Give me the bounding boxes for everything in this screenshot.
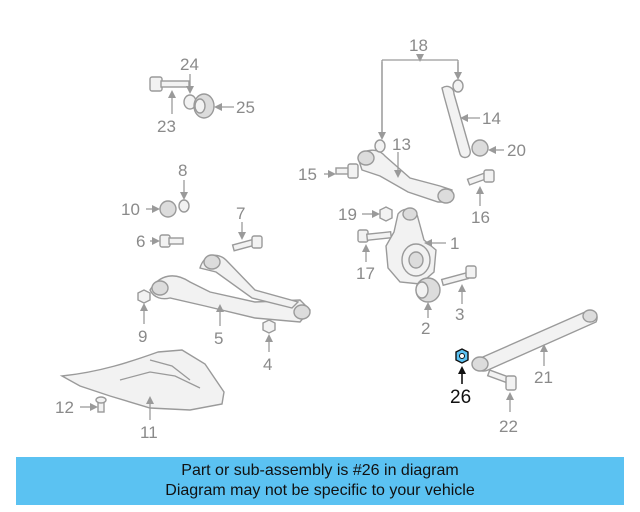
label-25[interactable]: 25	[236, 98, 255, 117]
label-19[interactable]: 19	[338, 205, 357, 224]
label-26-highlighted[interactable]: 26	[450, 387, 471, 408]
part-5-control-arm	[149, 254, 311, 323]
label-5[interactable]: 5	[214, 329, 223, 348]
label-16[interactable]: 16	[471, 208, 490, 227]
part-26-nut-highlighted[interactable]	[455, 348, 469, 364]
label-18[interactable]: 18	[409, 36, 428, 55]
label-6[interactable]: 6	[136, 232, 145, 251]
part-17-bolt	[357, 229, 393, 243]
banner-line-2: Diagram may not be specific to your vehi…	[165, 482, 475, 499]
part-21-link	[471, 309, 598, 372]
label-2[interactable]: 2	[421, 319, 430, 338]
part-25-bushing	[193, 93, 215, 119]
part-8-bushing	[178, 199, 190, 213]
part-23-bolt	[149, 76, 190, 92]
label-7[interactable]: 7	[236, 204, 245, 223]
label-23[interactable]: 23	[157, 117, 176, 136]
label-9[interactable]: 9	[138, 327, 147, 346]
part-20-bushing	[471, 139, 489, 157]
part-3-bolt	[440, 265, 477, 287]
label-21[interactable]: 21	[534, 368, 553, 387]
label-14[interactable]: 14	[482, 109, 501, 128]
label-3[interactable]: 3	[455, 305, 464, 324]
part-1-knuckle	[385, 207, 437, 285]
leader-lines	[80, 54, 548, 420]
label-13[interactable]: 13	[392, 135, 411, 154]
label-10[interactable]: 10	[121, 200, 140, 219]
part-19-nut	[379, 206, 393, 222]
label-11[interactable]: 11	[140, 423, 158, 442]
part-9-nut	[137, 289, 151, 304]
part-16-bolt	[466, 169, 495, 186]
part-drawings	[59, 76, 598, 413]
part-4-nut	[262, 319, 276, 334]
label-1[interactable]: 1	[450, 234, 459, 253]
part-2-bushing	[415, 277, 441, 303]
label-24[interactable]: 24	[180, 55, 199, 74]
part-13-upper-arm	[357, 149, 455, 204]
label-20[interactable]: 20	[507, 141, 526, 160]
label-15[interactable]: 15	[298, 165, 317, 184]
part-15-bolt	[335, 163, 359, 179]
label-17[interactable]: 17	[356, 264, 375, 283]
part-18-bushing-a	[452, 79, 464, 93]
part-18-bushing-b	[374, 139, 386, 153]
part-11-shield	[59, 349, 225, 411]
callout-labels: 1 2 3 4 5 7 8 9 10 11 12 13 14 15 16 17 …	[55, 36, 553, 442]
label-22[interactable]: 22	[499, 417, 518, 436]
label-8[interactable]: 8	[178, 161, 187, 180]
part-6-bolt	[159, 234, 184, 248]
part-10-bushing	[159, 200, 177, 218]
part-7-bolt	[231, 235, 263, 252]
banner-line-1: Part or sub-assembly is #26 in diagram	[181, 462, 459, 479]
label-12[interactable]: 12	[55, 398, 74, 417]
info-banner: Part or sub-assembly is #26 in diagram D…	[16, 457, 624, 505]
part-14-link	[441, 85, 471, 159]
part-12-clip	[95, 396, 107, 413]
label-4[interactable]: 4	[263, 355, 272, 374]
part-22-bolt	[486, 369, 517, 391]
